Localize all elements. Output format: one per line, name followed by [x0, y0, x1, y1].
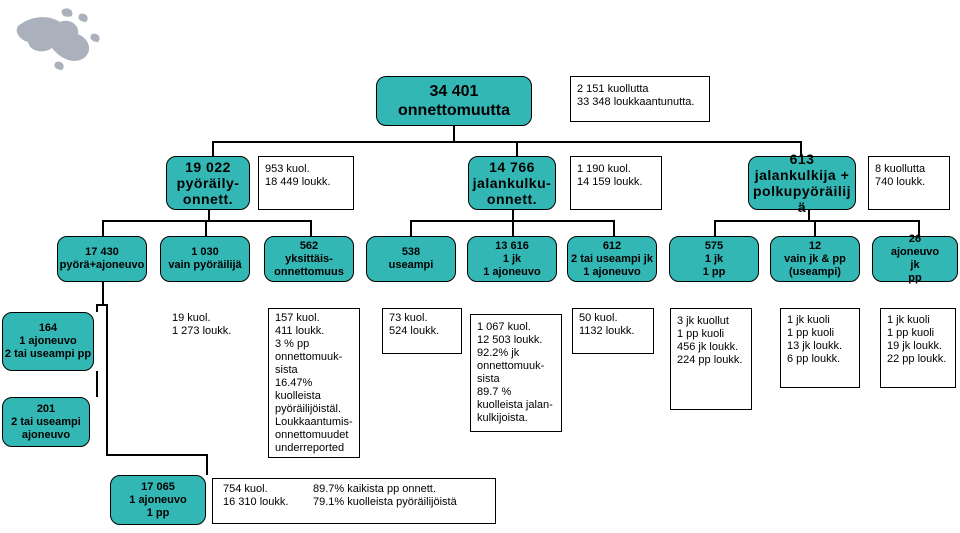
multiple-cyclists-box: 538 useampi	[366, 236, 456, 282]
connector-line	[102, 220, 312, 222]
connector-line	[814, 220, 816, 238]
bike-vehicle-box: 17 430 pyörä+ajoneuvo	[57, 236, 147, 282]
connector-line	[918, 220, 920, 238]
pedestrian-vehicle-box: 13 616 1 jk 1 ajoneuvo	[467, 236, 557, 282]
pedestrian-vehicle-note: 1 067 kuol. 12 503 loukk. 92.2% jk onnet…	[470, 314, 562, 432]
vehicle-cyclist-box: 17 065 1 ajoneuvo 1 pp	[110, 475, 206, 525]
pedestrian-cyclist-box: 613 jalankulkija + polkupyöräilij ä	[748, 151, 856, 215]
cyclist-only-box: 1 030 vain pyöräilijä	[160, 236, 250, 282]
connector-line	[512, 220, 514, 238]
connector-line	[102, 282, 104, 306]
pedestrian-accidents-note: 1 190 kuol. 14 159 loukk.	[570, 156, 662, 210]
connector-line	[106, 304, 108, 309]
connector-line	[208, 210, 210, 221]
total-accidents-note: 2 151 kuollutta 33 348 loukkaantunutta.	[570, 76, 710, 122]
connector-line	[453, 125, 455, 142]
connector-line	[410, 220, 412, 238]
connector-line	[96, 304, 108, 306]
multiple-cyclists-note: 73 kuol. 524 loukk.	[382, 308, 462, 354]
vehicle-pedestrian-cyclist-box: 26 ajoneuvo jk pp	[872, 233, 958, 284]
vehicle-cyclist-note: 754 kuol. 16 310 loukk. 89.7% kaikista p…	[212, 478, 496, 524]
connector-line	[212, 141, 802, 143]
pedestrians-cyclists-only-box: 12 vain jk & pp (useampi)	[770, 236, 860, 282]
connector-line	[512, 210, 514, 221]
connector-line	[96, 371, 98, 397]
multiple-pedestrians-note: 50 kuol. 1132 loukk.	[572, 308, 654, 354]
vehicle-multi-cyclists-box: 164 1 ajoneuvo 2 tai useampi pp	[2, 312, 94, 371]
connector-line	[516, 141, 518, 158]
pedestrian-accidents-box: 14 766 jalankulku- onnett.	[468, 156, 556, 210]
vehicle-pedestrian-cyclist-note: 1 jk kuoli 1 pp kuoli 19 jk loukk. 22 pp…	[880, 308, 956, 388]
single-bike-accident-note: 157 kuol. 411 loukk. 3 % pp onnettomuuk-…	[268, 308, 360, 458]
connector-line	[808, 210, 810, 221]
single-bike-accident-box: 562 yksittäis- onnettomuus	[264, 236, 354, 282]
multi-vehicle-cyclist-box: 201 2 tai useampi ajoneuvo	[2, 397, 90, 447]
connector-line	[96, 304, 98, 312]
connector-line	[714, 220, 716, 238]
total-accidents-box: 34 401 onnettomuutta	[376, 76, 532, 126]
pedestrian-cyclist-note: 8 kuollutta 740 loukk.	[868, 156, 950, 210]
connector-line	[205, 220, 207, 238]
connector-line	[102, 220, 104, 238]
pedestrian-cyclist-pair-note: 3 jk kuollut 1 pp kuoli 456 jk loukk. 22…	[670, 308, 752, 410]
multiple-pedestrians-box: 612 2 tai useampi jk 1 ajoneuvo	[567, 236, 657, 282]
connector-line	[106, 308, 108, 456]
connector-line	[212, 141, 214, 158]
connector-line	[310, 220, 312, 238]
vehicle-cyclist-note-counts: 754 kuol. 16 310 loukk.	[223, 483, 289, 508]
pedestrian-cyclist-pair-box: 575 1 jk 1 pp	[669, 236, 759, 282]
cyclist-only-note: 19 kuol. 1 273 loukk.	[172, 312, 232, 337]
connector-line	[206, 454, 208, 475]
pedestrians-cyclists-only-note: 1 jk kuoli 1 pp kuoli 13 jk loukk. 6 pp …	[780, 308, 860, 388]
connector-line	[613, 220, 615, 238]
university-logo-icon	[16, 8, 100, 70]
connector-line	[106, 454, 208, 456]
cycling-accidents-note: 953 kuol. 18 449 loukk.	[258, 156, 354, 210]
connector-line	[714, 220, 920, 222]
connector-line	[800, 141, 802, 158]
vehicle-cyclist-note-shares: 89.7% kaikista pp onnett. 79.1% kuolleis…	[313, 483, 457, 508]
cycling-accidents-box: 19 022 pyöräily- onnett.	[166, 156, 250, 210]
